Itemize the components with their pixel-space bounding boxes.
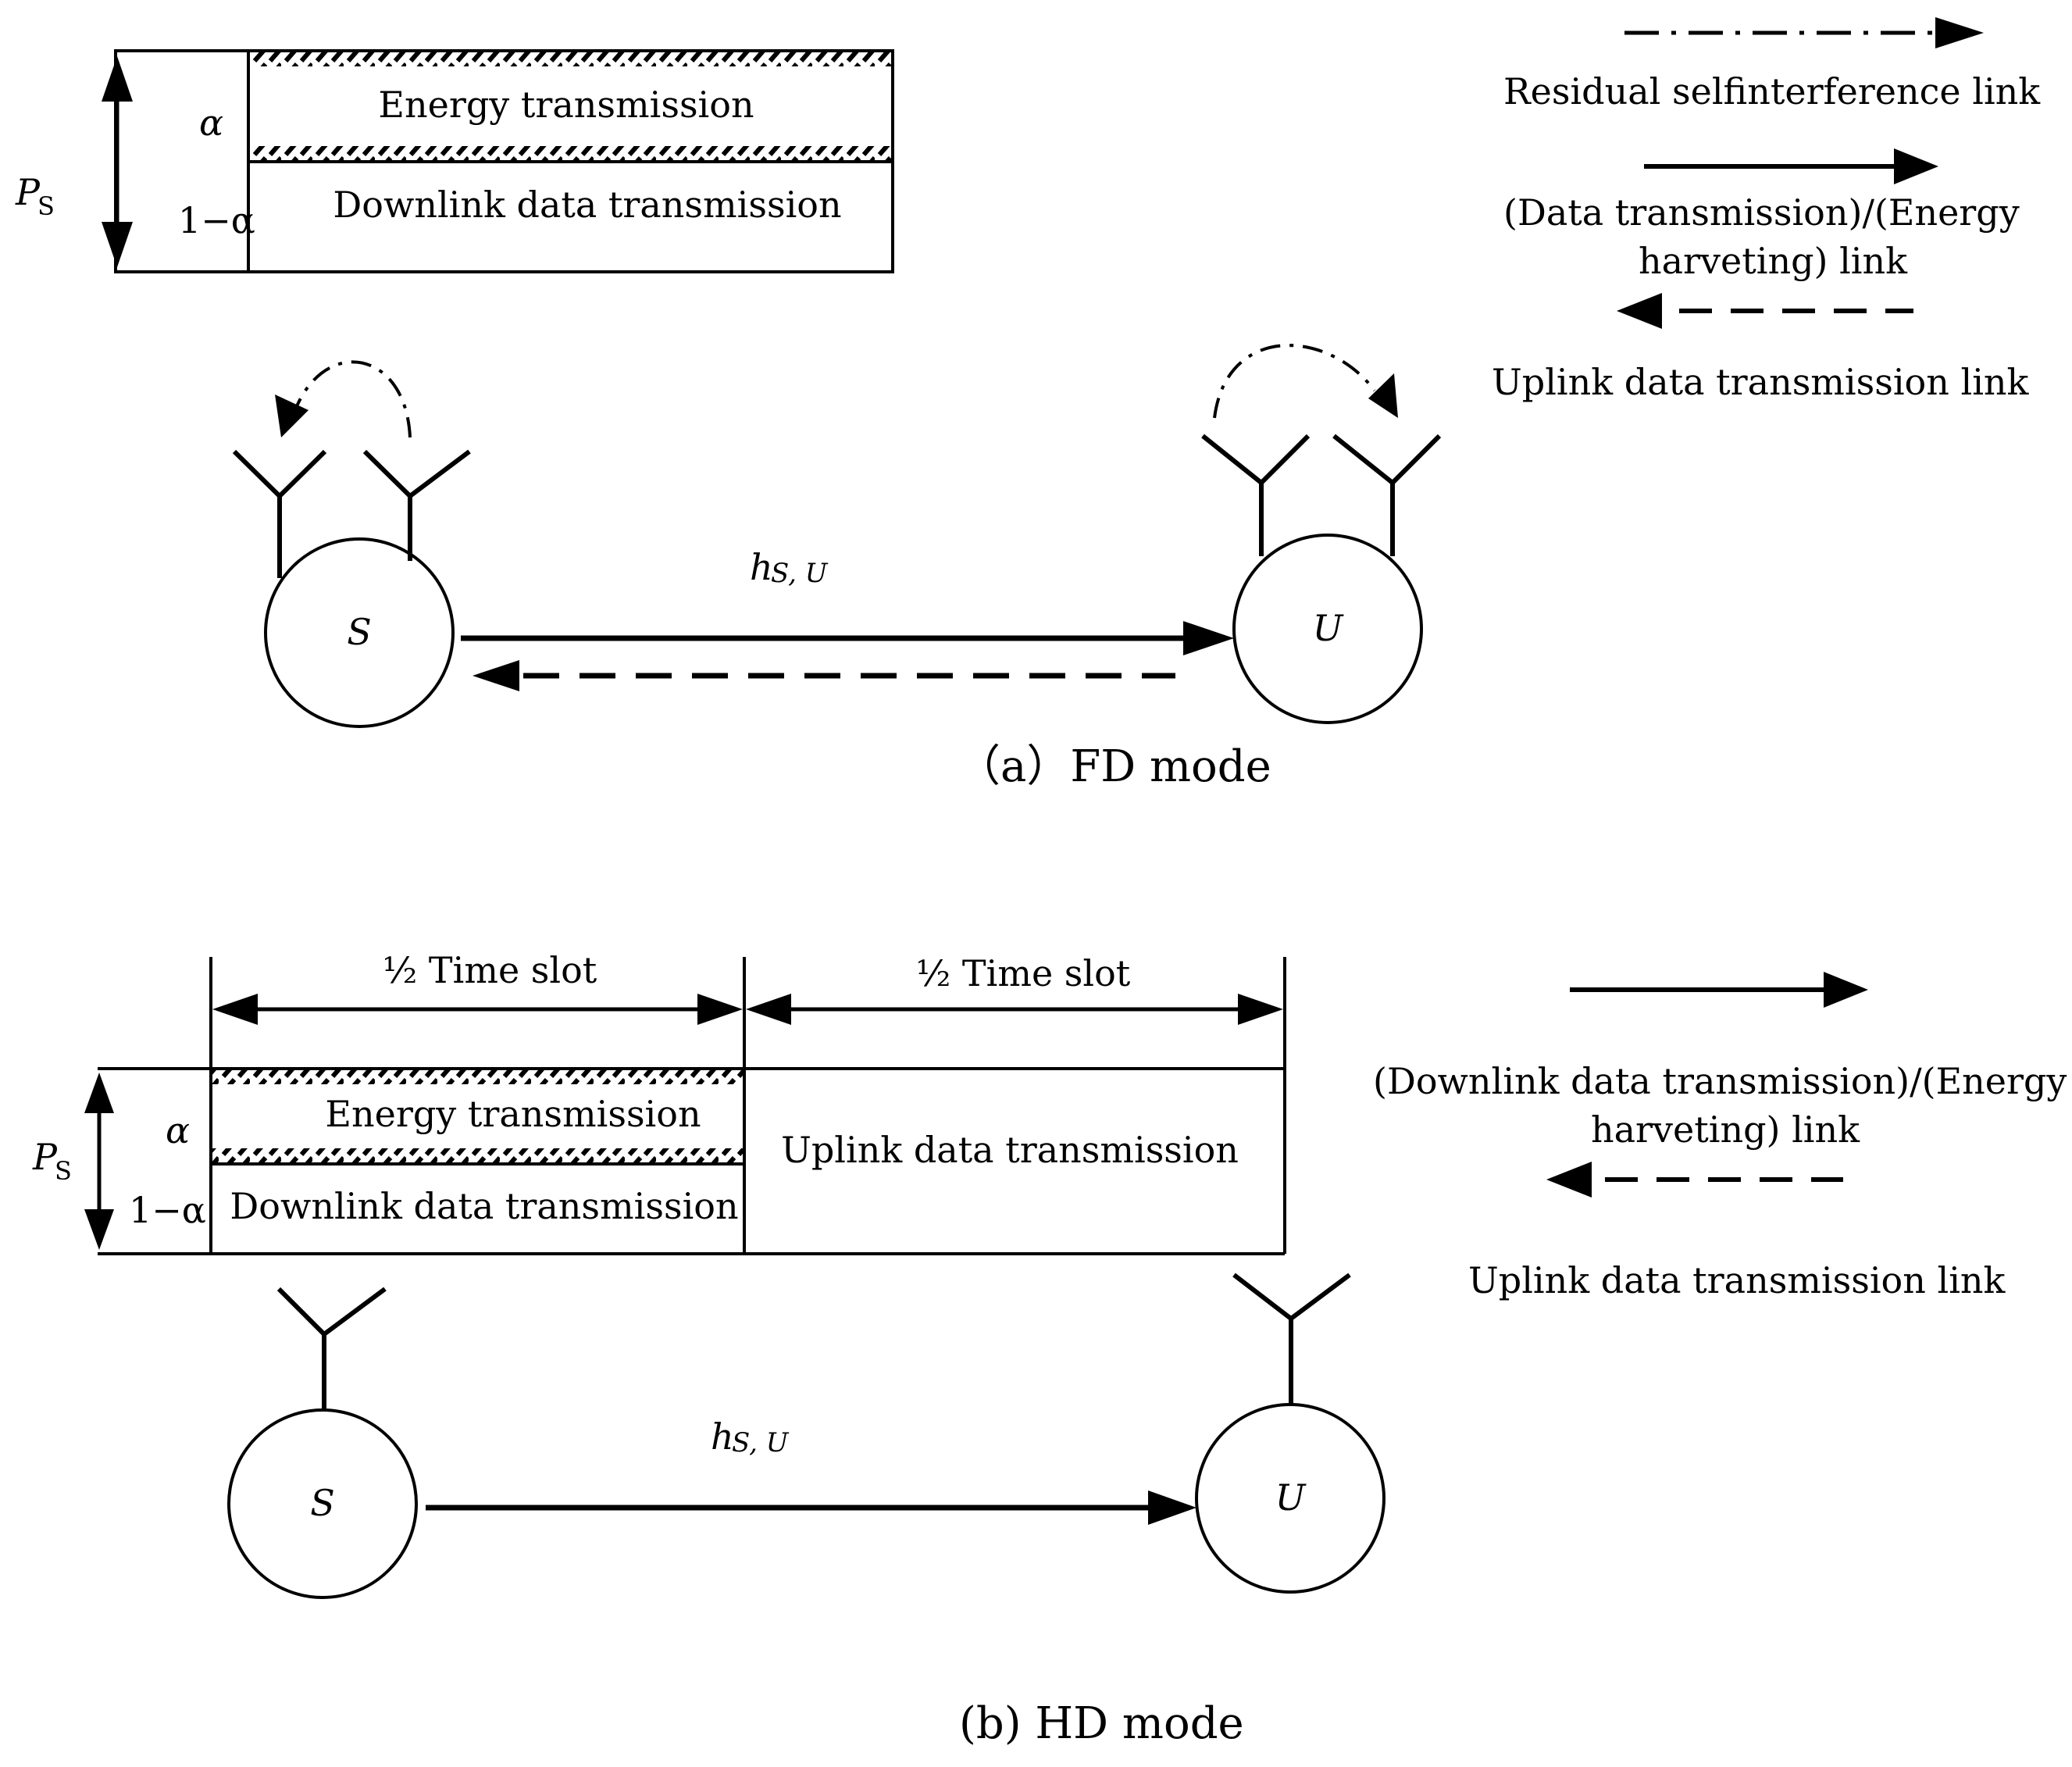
hd-hatch-bottom (212, 1148, 743, 1164)
fd-node-s-label: S (347, 611, 372, 653)
fd-energy-bg (250, 52, 891, 162)
fd-legend-solid-text-1: (Data transmission)/(Energy (1503, 191, 2020, 234)
hd-slot-right-arrow-start (746, 994, 791, 1025)
hd-legend-dashed-text: Uplink data transmission link (1468, 1259, 2006, 1301)
fd-s-residual-arrowhead (275, 394, 308, 437)
hd-timing-frame: P S α 1−α Energy transmission Downlink d… (32, 1067, 1285, 1255)
fd-node-u-group: U (1201, 344, 1442, 724)
fd-legend-solid-text-2: harveting) link (1639, 240, 1908, 282)
fd-u-residual-arrowhead (1368, 373, 1398, 418)
hd-one-minus-alpha-label: 1−α (129, 1189, 206, 1231)
fd-hatch-top (250, 52, 891, 66)
hd-uplink-transmission-label: Uplink data transmission (781, 1129, 1239, 1171)
fd-uplink-arrowhead (473, 660, 519, 691)
fd-legend-residual-arrowhead (1935, 17, 1984, 48)
fd-s-residual-loop (295, 360, 412, 438)
fd-s-antenna-2 (362, 449, 471, 561)
fd-downlink-transmission-label: Downlink data transmission (333, 184, 841, 226)
hd-channel-sub: S, U (732, 1427, 790, 1458)
hd-time-slot-markers: ½ Time slot ½ Time slot (209, 949, 1286, 1254)
hd-slot-right-arrow-end (1238, 994, 1283, 1025)
hd-hatch-top (212, 1070, 743, 1084)
hd-caption: (b) HD mode (959, 1698, 1244, 1749)
hd-slot-left-arrow-start (212, 994, 258, 1025)
fd-power-arrow-up (102, 56, 133, 102)
fd-legend-dashed-text: Uplink data transmission link (1492, 361, 2030, 403)
hd-downlink-transmission-label: Downlink data transmission (230, 1185, 738, 1227)
fd-caption: （a）FD mode (957, 741, 1271, 792)
fd-u-antenna-1 (1201, 434, 1311, 556)
fd-legend-dashed-arrowhead (1617, 293, 1662, 329)
fd-legend-solid-arrowhead (1894, 148, 1938, 184)
hd-node-u-label: U (1275, 1476, 1307, 1519)
fd-one-minus-alpha-label: 1−α (178, 199, 255, 241)
fd-links: h S, U (461, 546, 1234, 691)
fd-node-u-label: U (1313, 607, 1345, 649)
fd-hatch-bottom (250, 146, 891, 162)
fd-s-antenna-1 (232, 449, 327, 578)
hd-slot-left-arrow-end (697, 994, 743, 1025)
hd-legend-solid-arrowhead (1824, 972, 1868, 1008)
hd-links: h S, U (426, 1415, 1196, 1525)
fd-u-antenna-2 (1332, 434, 1442, 556)
hd-legend-solid-text-1: (Downlink data transmission)/(Energy (1373, 1060, 2067, 1102)
fd-power-sub: S (37, 191, 55, 221)
hd-alpha-label: α (166, 1109, 190, 1151)
hd-half-slot-right-label: ½ Time slot (916, 952, 1131, 994)
hd-power-arrow-up (84, 1073, 114, 1113)
fd-power-arrow-down (102, 222, 133, 267)
hd-s-antenna (276, 1287, 387, 1410)
hd-half-slot-left-label: ½ Time slot (383, 949, 597, 991)
fd-timing-frame: P S α 1−α Energy transmission Downlink d… (15, 49, 894, 273)
fd-power-symbol: P (15, 171, 41, 213)
hd-legend-dashed-arrowhead (1546, 1162, 1592, 1198)
hd-legend-solid-text-2: harveting) link (1591, 1108, 1860, 1151)
hd-u-antenna (1232, 1273, 1351, 1405)
hd-node-s-group: S (227, 1287, 418, 1599)
hd-legend: (Downlink data transmission)/(Energy har… (1373, 972, 2067, 1301)
hd-node-u-group: U (1195, 1273, 1385, 1594)
hd-power-sub: S (55, 1156, 72, 1186)
hd-node-s-label: S (310, 1482, 335, 1524)
hd-channel-symbol: h (711, 1415, 734, 1458)
fd-node-s-group: S (232, 360, 471, 728)
fd-node-s (264, 537, 455, 728)
hd-power-arrow-down (84, 1209, 114, 1250)
fd-u-residual-loop (1213, 344, 1376, 419)
fd-alpha-label: α (199, 102, 223, 144)
fd-channel-sub: S, U (771, 558, 829, 589)
fd-node-u (1232, 534, 1423, 724)
fd-legend-residual-text: Residual selfinterference link (1503, 70, 2041, 112)
hd-power-symbol: P (32, 1136, 58, 1178)
fd-downlink-arrowhead (1183, 621, 1234, 655)
fd-channel-symbol: h (750, 546, 773, 588)
hd-downlink-arrowhead (1148, 1490, 1196, 1525)
hd-energy-transmission-label: Energy transmission (325, 1093, 701, 1135)
fd-legend: Residual selfinterference link (Data tra… (1492, 17, 2041, 403)
fd-energy-transmission-label: Energy transmission (378, 84, 754, 126)
